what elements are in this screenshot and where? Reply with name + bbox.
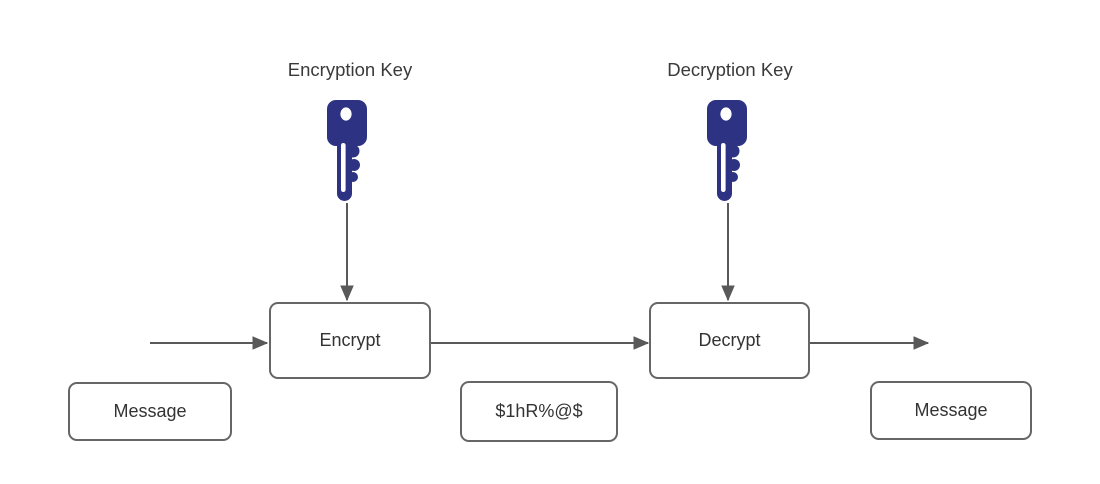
ciphertext-node: $1hR%@$	[460, 381, 618, 442]
encryption-key-label: Encryption Key	[287, 59, 413, 80]
message-output-label: Message	[914, 400, 988, 420]
decryption-key-label: Decryption Key	[667, 59, 793, 80]
ciphertext-label: $1hR%@$	[495, 401, 583, 421]
encrypt-node-label: Encrypt	[319, 330, 381, 350]
decrypt-node-label: Decrypt	[698, 330, 761, 350]
message-output-node: Message	[870, 381, 1032, 440]
message-input-label: Message	[113, 401, 187, 421]
encrypt-node: Encrypt	[269, 302, 431, 379]
decrypt-node: Decrypt	[649, 302, 810, 379]
encryption-key-icon	[327, 100, 367, 202]
message-input-node: Message	[68, 382, 232, 441]
decryption-key-icon	[707, 100, 747, 202]
